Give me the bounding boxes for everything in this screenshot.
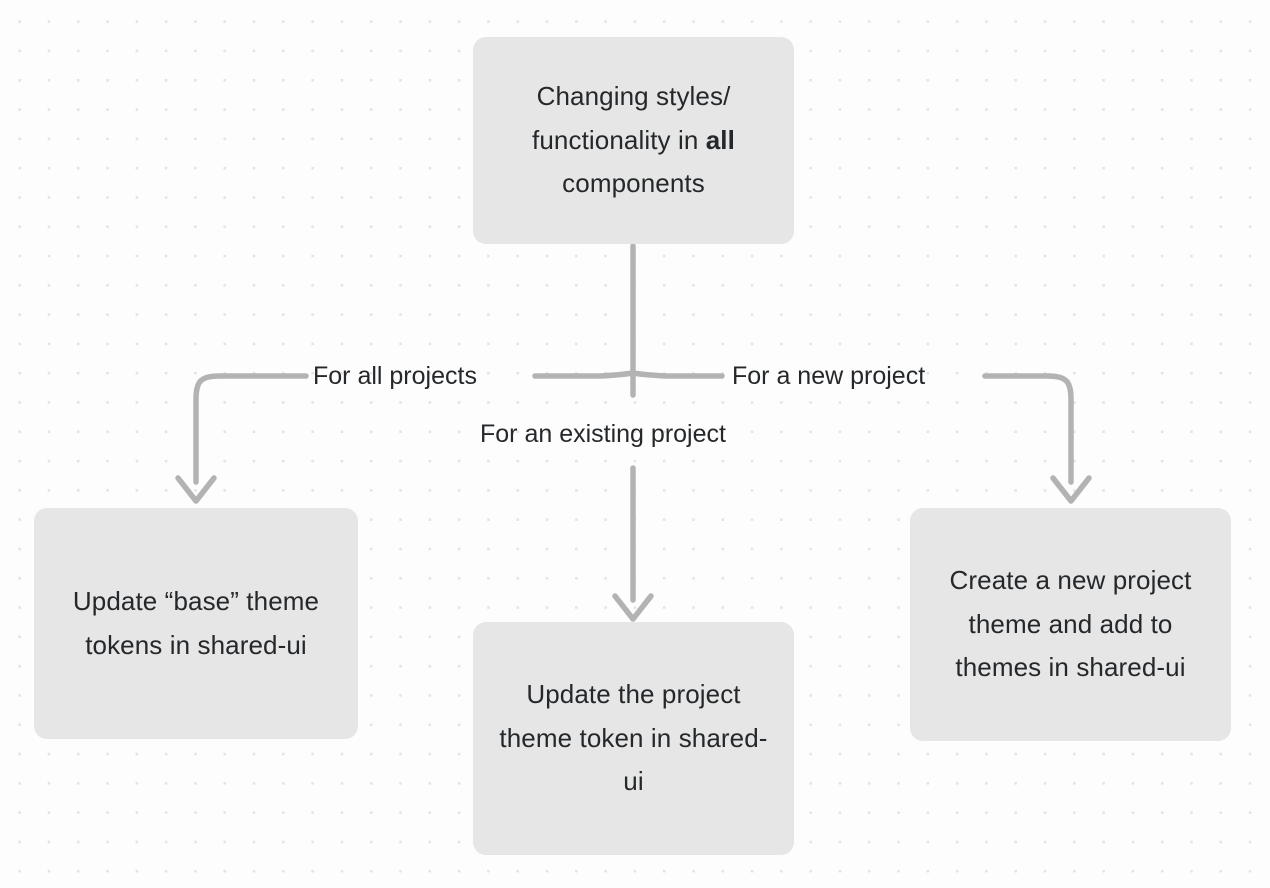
edge-existing-project-arrowhead [612,593,654,622]
node-create-new-project-theme[interactable]: Create a new project theme and add to th… [910,508,1231,741]
node-root-line1: Changing styles/ [536,80,731,111]
node-update-base-theme-tokens-text: Update “base” theme tokens in shared-ui [72,585,320,660]
node-update-project-theme-token-text: Update the project theme token in shared… [499,678,768,797]
node-update-project-theme-token[interactable]: Update the project theme token in shared… [473,622,794,855]
node-root-line2-bold: all [705,124,735,155]
edge-all-projects-arrowhead [175,475,217,504]
edge-new-project-arrowhead [1050,475,1092,504]
node-update-base-theme-tokens[interactable]: Update “base” theme tokens in shared-ui [34,508,358,739]
node-root-line2-pre: functionality in [532,124,706,155]
node-root-line3: components [562,168,705,199]
edge-label-for-a-new-project: For a new project [732,362,926,390]
node-create-new-project-theme-text: Create a new project theme and add to th… [949,564,1192,683]
edge-label-for-an-existing-project: For an existing project [480,420,726,448]
edge-label-for-all-projects: For all projects [313,362,477,390]
